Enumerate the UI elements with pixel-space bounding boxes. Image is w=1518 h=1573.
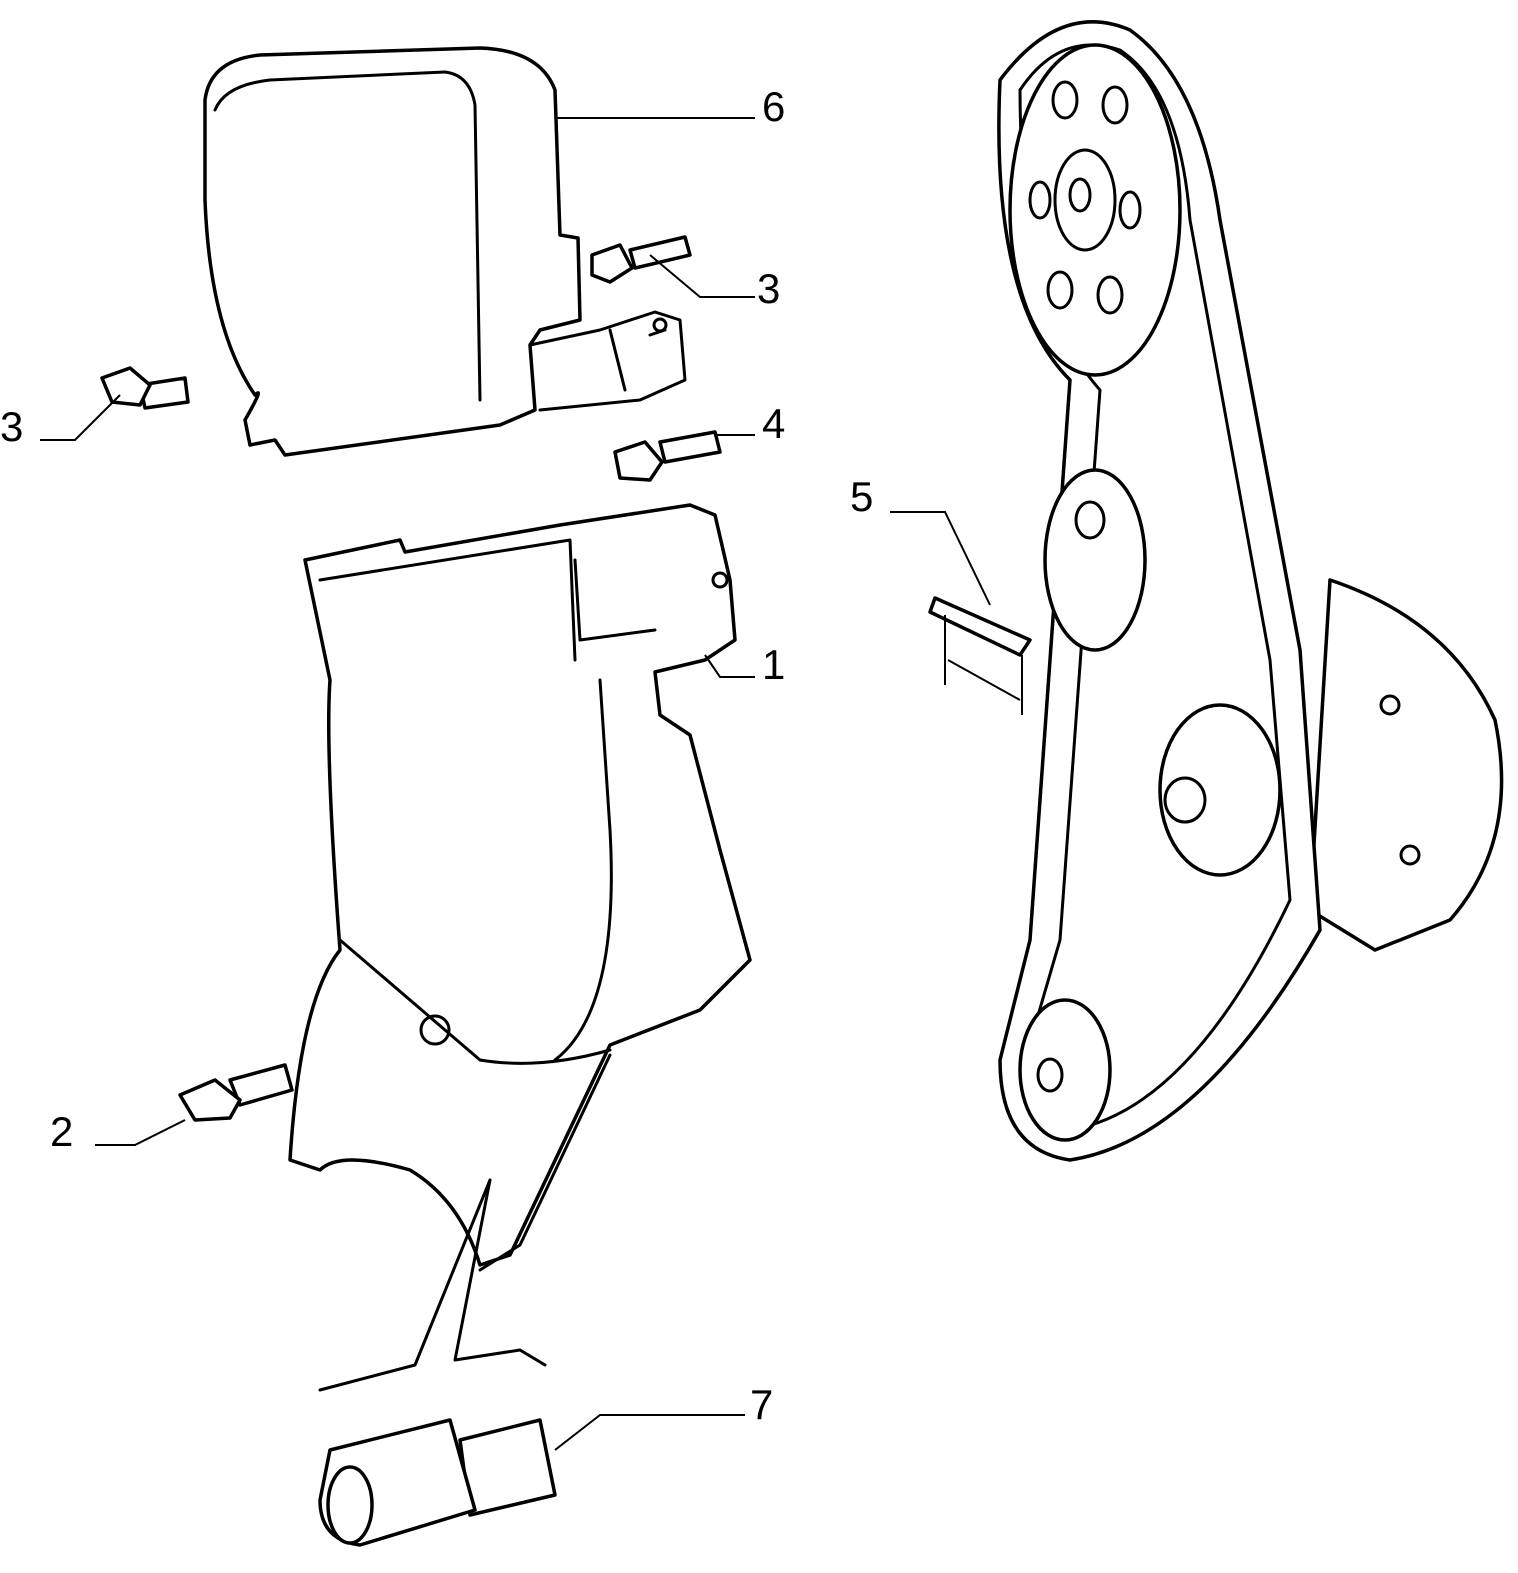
timing-belt-assembly <box>997 20 1504 1162</box>
bolt-3-left <box>100 366 190 410</box>
dowel-pin-5 <box>928 596 1032 715</box>
callout-5: 5 <box>850 473 874 520</box>
callout-3-left: 3 <box>0 403 24 450</box>
callout-1: 1 <box>762 641 786 688</box>
upper-timing-cover <box>203 46 687 457</box>
callout-6: 6 <box>762 83 786 130</box>
bolt-3-upper <box>590 235 692 284</box>
callout-2: 2 <box>50 1108 74 1155</box>
lower-timing-cover <box>288 503 752 1272</box>
leader-lines <box>40 117 991 1451</box>
callout-4: 4 <box>762 400 786 447</box>
callout-7: 7 <box>750 1381 774 1428</box>
bolt-2 <box>178 1063 294 1122</box>
bolt-4 <box>613 430 722 482</box>
break-line <box>318 1178 547 1392</box>
callout-3-upper: 3 <box>757 265 781 312</box>
stud-7 <box>318 1418 557 1547</box>
